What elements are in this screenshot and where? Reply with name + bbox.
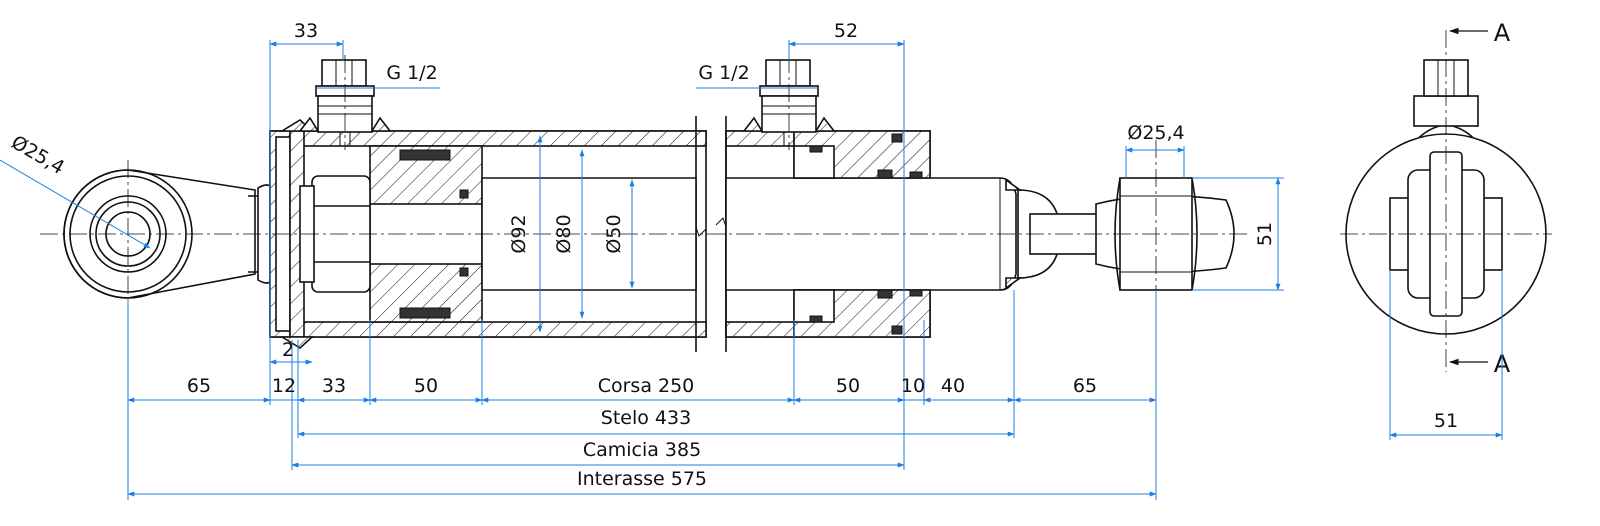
center-lines bbox=[40, 55, 1250, 310]
section-label-top: A bbox=[1494, 19, 1511, 47]
eye-right-diameter: Ø25,4 bbox=[1127, 122, 1184, 144]
front-gland bbox=[793, 130, 1023, 338]
dimension-labels: 33 52 G 1/2 G 1/2 Ø25,4 Ø25,4 51 Ø92 Ø80… bbox=[8, 20, 1277, 490]
side-width-label: 51 bbox=[1434, 410, 1458, 432]
chain-dim-6: 10 bbox=[901, 375, 925, 397]
chain-dim-8: 65 bbox=[1073, 375, 1097, 397]
chain-dim-1: 12 bbox=[272, 375, 296, 397]
bore-80-label: Ø80 bbox=[553, 214, 575, 253]
dimension-lines bbox=[0, 41, 1281, 497]
chain-dim-0: 65 bbox=[187, 375, 211, 397]
dim-top-right: 52 bbox=[834, 20, 858, 42]
port-label-left: G 1/2 bbox=[386, 62, 437, 84]
side-view: A A 51 bbox=[1340, 19, 1552, 440]
dim-top-left: 33 bbox=[294, 20, 318, 42]
chain-dim-3: 50 bbox=[414, 375, 438, 397]
gap-2-label: 2 bbox=[282, 339, 294, 361]
chain-dim-5: 50 bbox=[836, 375, 860, 397]
interasse-total: Interasse 575 bbox=[577, 468, 707, 490]
bore-92-label: Ø92 bbox=[508, 214, 530, 253]
eye-left-diameter: Ø25,4 bbox=[8, 131, 69, 179]
port-label-right: G 1/2 bbox=[698, 62, 749, 84]
camicia-total: Camicia 385 bbox=[583, 439, 701, 461]
chain-dim-7: 40 bbox=[941, 375, 965, 397]
rod-50-label: Ø50 bbox=[603, 214, 625, 253]
stelo-total: Stelo 433 bbox=[601, 407, 691, 429]
main-section-view: 33 52 G 1/2 G 1/2 Ø25,4 Ø25,4 51 Ø92 Ø80… bbox=[0, 20, 1284, 500]
chain-dim-4: Corsa 250 bbox=[598, 375, 695, 397]
chain-dim-2: 33 bbox=[322, 375, 346, 397]
eye-width-label: 51 bbox=[1254, 222, 1276, 246]
